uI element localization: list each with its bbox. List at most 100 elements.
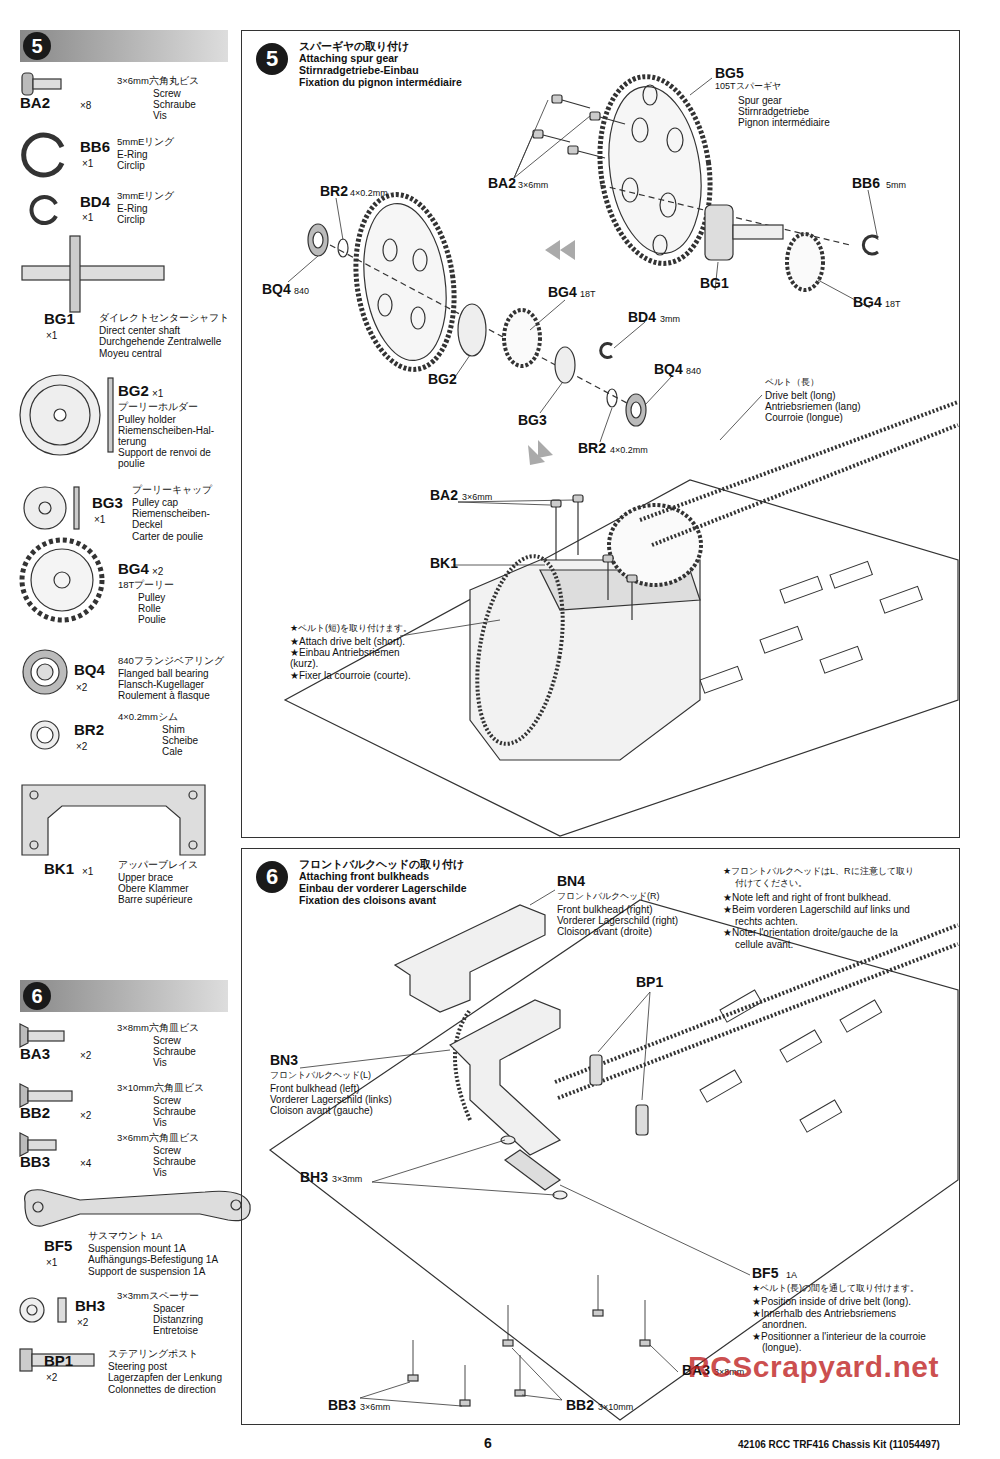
part-text: Vis [153, 1117, 167, 1128]
part-text: ★ベルト(短)を取り付けます。 [290, 624, 412, 634]
part-text: ★Fixer la courroie (courte). [290, 670, 411, 681]
part-code: BB3 [328, 1398, 356, 1413]
part-text: Steering post [108, 1361, 167, 1372]
part-text: ×1 [82, 866, 93, 877]
part-text: Flanged ball bearing [118, 668, 209, 679]
part-text: ×1 [82, 212, 93, 223]
part-text: 840 [294, 287, 309, 297]
part-code: BB6 [852, 176, 880, 191]
part-text: Riemenscheiben- [132, 508, 210, 519]
part-text: Front bulkhead (right) [557, 904, 653, 915]
step-title-line: Stirnradgetriebe-Einbau [299, 64, 462, 76]
part-text: Circlip [117, 214, 145, 225]
part-text: Drive belt (long) [765, 390, 836, 401]
part-text: Riemenscheiben-Hal- [118, 425, 214, 436]
part-text: ダイレクトセンターシャフト [99, 313, 229, 323]
part-code: BN3 [270, 1053, 298, 1068]
part-code: BF5 [44, 1238, 72, 1255]
part-text: Colonnettes de direction [108, 1384, 216, 1395]
part-text: Rolle [138, 603, 161, 614]
part-text: ★フロントバルクヘッドはL、Rに注意して取り [723, 867, 914, 877]
part-text: 3mmEリング [117, 191, 174, 201]
part-code: BR2 [74, 722, 104, 739]
part-code: BB2 [566, 1398, 594, 1413]
part-code: BB2 [20, 1105, 50, 1122]
part-text: ×1 [46, 1257, 57, 1268]
part-text: cellule avant. [735, 939, 793, 950]
part-text: Vis [153, 110, 167, 121]
part-text: 3×6mm [462, 493, 492, 503]
part-text: Cloison avant (droite) [557, 926, 652, 937]
part-text: Barre supérieure [118, 894, 192, 905]
part-code: BG1 [700, 276, 729, 291]
part-text: Vorderer Lagerschild (right) [557, 915, 678, 926]
part-text: ★Innerhalb des Antriebsriemens [752, 1308, 896, 1319]
part-text: Schraube [153, 99, 196, 110]
part-code: BG2 [118, 383, 149, 400]
part-code: BN4 [557, 874, 585, 889]
part-code: BG3 [92, 495, 123, 512]
part-text: ×8 [80, 100, 91, 111]
part-text: ×2 [76, 682, 87, 693]
part-text: ×1 [94, 514, 105, 525]
part-text: E-Ring [117, 149, 148, 160]
part-code: BG1 [44, 311, 75, 328]
step-number: 5 [256, 43, 288, 75]
part-code: BG3 [518, 413, 547, 428]
part-code: BK1 [430, 556, 458, 571]
part-text: ★Note left and right of front bulkhead. [723, 892, 891, 903]
part-text: Circlip [117, 160, 145, 171]
part-text: 3×8mm六角皿ビス [117, 1023, 199, 1033]
part-text: 105Tスパーギヤ [715, 82, 781, 92]
part-code: BA2 [430, 488, 458, 503]
step-title-line: Fixation du pignon intermédiaire [299, 76, 462, 88]
part-code: BG4 [853, 295, 882, 310]
part-text: Shim [162, 724, 185, 735]
step-title-line: Attaching spur gear [299, 52, 462, 64]
part-text: Screw [153, 88, 181, 99]
part-text: rechts achten. [735, 916, 798, 927]
part-text: 5mmEリング [117, 137, 174, 147]
part-text: ×1 [152, 388, 163, 399]
part-code: BF5 [752, 1266, 778, 1281]
part-code: BR2 [578, 441, 606, 456]
part-text: アッパーブレイス [118, 860, 198, 870]
part-text: プーリーキャップ [132, 485, 212, 495]
part-code: BK1 [44, 861, 74, 878]
part-text: Entretoise [153, 1325, 198, 1336]
part-text: Support de renvoi de [118, 447, 211, 458]
part-text: サスマウント 1A [88, 1231, 162, 1241]
part-text: 3×6mm六角丸ビス [117, 76, 199, 86]
part-text: ベルト（長） [765, 378, 819, 388]
part-code: BQ4 [74, 662, 105, 679]
part-text: ×2 [80, 1110, 91, 1121]
part-text: 付けてください。 [735, 879, 807, 889]
part-code: BQ4 [654, 362, 683, 377]
part-text: Spacer [153, 1303, 185, 1314]
part-text: ×1 [82, 158, 93, 169]
step-title-line: Attaching front bulkheads [299, 870, 466, 882]
part-text: Schraube [153, 1156, 196, 1167]
step-header-bar: 6 [20, 980, 228, 1012]
part-text: Pulley [138, 592, 165, 603]
part-text: Poulie [138, 614, 166, 625]
part-text: ★Noter l'orientation droite/gauche de la [723, 927, 898, 938]
part-text: 3×10mm [598, 1403, 633, 1413]
part-text: Suspension mount 1A [88, 1243, 186, 1254]
part-text: ★Beim vorderen Lagerschild auf links und [723, 904, 910, 915]
part-text: ★Attach drive belt (short). [290, 636, 405, 647]
part-text: Deckel [132, 519, 163, 530]
step-number-circle: 6 [256, 861, 288, 893]
step-number-circle: 5 [256, 43, 288, 75]
step-title-line: Einbau der vorderer Lagerschilde [299, 882, 466, 894]
part-text: Roulement à flasque [118, 690, 210, 701]
part-text: プーリーホルダー [118, 402, 198, 412]
step-title: フロントバルクヘッドの取り付けAttaching front bulkheads… [299, 858, 466, 906]
part-code: BH3 [75, 1298, 105, 1315]
step-header-bar: 5 [20, 30, 228, 62]
part-text: ×2 [80, 1050, 91, 1061]
part-text: 3×6mm六角皿ビス [117, 1133, 199, 1143]
part-text: ★Position inside of drive belt (long). [752, 1296, 911, 1307]
part-text: Antriebsriemen (lang) [765, 401, 861, 412]
step-panel: スパーギヤの取り付けAttaching spur gearStirnradget… [241, 30, 960, 838]
